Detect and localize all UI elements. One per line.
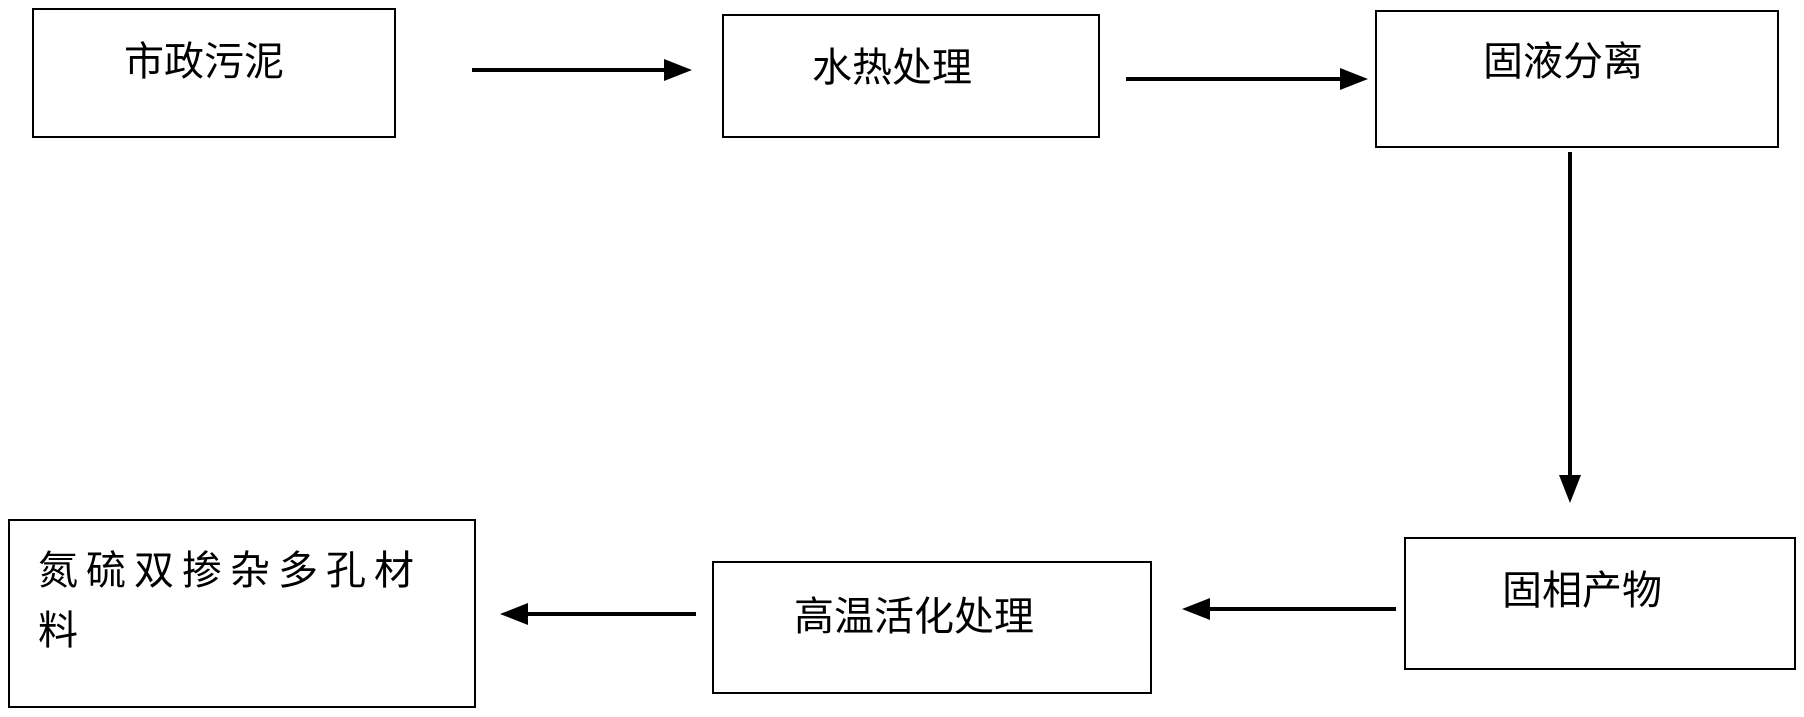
node-high-temp-activation-label: 高温活化处理 (794, 594, 1034, 640)
node-solid-liquid-separation: 固液分离 (1375, 10, 1779, 148)
arrow-separation-to-solid-product (1559, 152, 1581, 503)
arrow-hydrothermal-to-separation (1126, 68, 1368, 90)
arrow-sludge-to-hydrothermal (472, 59, 692, 81)
node-municipal-sludge-label: 市政污泥 (124, 39, 284, 85)
node-solid-liquid-separation-label: 固液分离 (1483, 39, 1643, 85)
arrow-solid-product-to-activation (1182, 598, 1396, 620)
arrow-activation-to-material (500, 603, 696, 625)
node-nitrogen-sulfur-porous-material: 氮硫双掺杂多孔材料 (8, 519, 476, 708)
node-municipal-sludge: 市政污泥 (32, 8, 396, 138)
node-hydrothermal-treatment: 水热处理 (722, 14, 1100, 138)
node-solid-phase-product-label: 固相产物 (1502, 568, 1662, 614)
node-solid-phase-product: 固相产物 (1404, 537, 1796, 670)
node-hydrothermal-treatment-label: 水热处理 (812, 45, 972, 91)
node-nitrogen-sulfur-porous-material-label: 氮硫双掺杂多孔材料 (38, 548, 422, 654)
node-high-temp-activation: 高温活化处理 (712, 561, 1152, 694)
